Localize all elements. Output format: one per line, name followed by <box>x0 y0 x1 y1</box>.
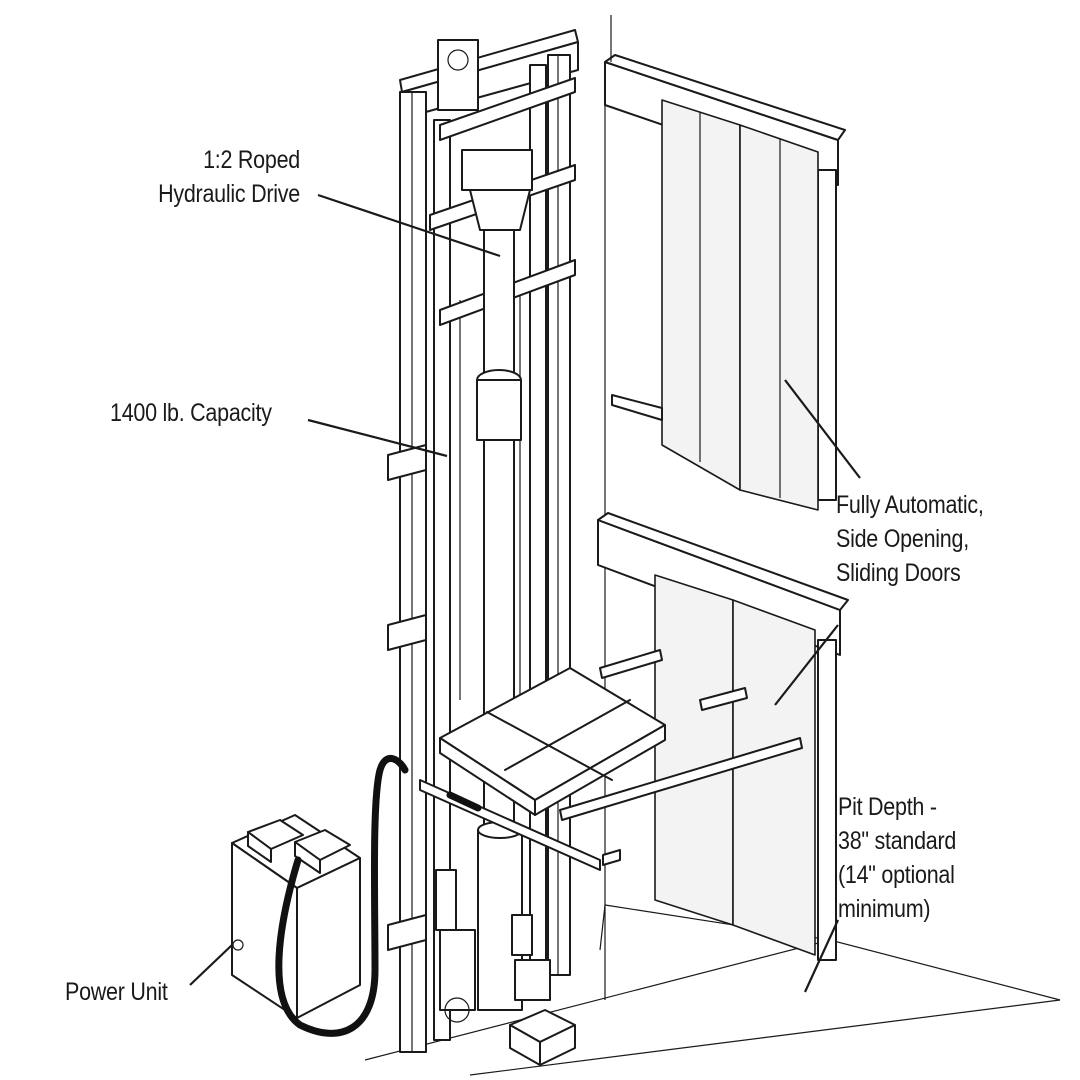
drive-label-line2: Hydraulic Drive <box>158 180 300 208</box>
leader-pit <box>804 919 839 993</box>
doors-label: Fully Automatic, Side Opening, Sliding D… <box>836 488 984 590</box>
hydraulic-hose <box>275 755 409 1037</box>
power-label-text: Power Unit <box>65 978 168 1006</box>
buffer-block <box>509 1009 576 1066</box>
upper-door-frame <box>604 15 846 1000</box>
doors-label-line3: Sliding Doors <box>836 559 961 587</box>
top-sheave <box>437 39 533 231</box>
leader-drive <box>317 193 501 258</box>
lower-door-frame <box>597 512 849 961</box>
drive-label-line1: 1:2 Roped <box>203 146 300 174</box>
doors-label-line2: Side Opening, <box>836 525 969 553</box>
capacity-label: 1400 lb. Capacity <box>110 396 272 430</box>
pit-label-line3: (14" optional <box>838 861 955 889</box>
car-platform <box>419 649 803 871</box>
leader-doors-upper <box>784 379 861 479</box>
leader-capacity <box>307 418 448 458</box>
leader-power <box>189 944 233 986</box>
pit-label: Pit Depth - 38" standard (14" optional m… <box>838 790 956 926</box>
doors-label-line1: Fully Automatic, <box>836 491 984 519</box>
wall-brackets <box>387 444 427 951</box>
power-unit <box>231 814 361 1019</box>
pit-label-line1: Pit Depth - <box>838 793 937 821</box>
drive-label: 1:2 Roped Hydraulic Drive <box>158 143 300 211</box>
pit-label-line4: minimum) <box>838 895 931 923</box>
capacity-label-text: 1400 lb. Capacity <box>110 399 272 427</box>
hydraulic-cylinder <box>476 229 523 1011</box>
pit-label-line2: 38" standard <box>838 827 957 855</box>
power-label: Power Unit <box>65 975 168 1009</box>
leader-doors-lower <box>774 624 839 706</box>
hose-connector <box>446 791 482 812</box>
valve-block <box>435 869 551 1023</box>
